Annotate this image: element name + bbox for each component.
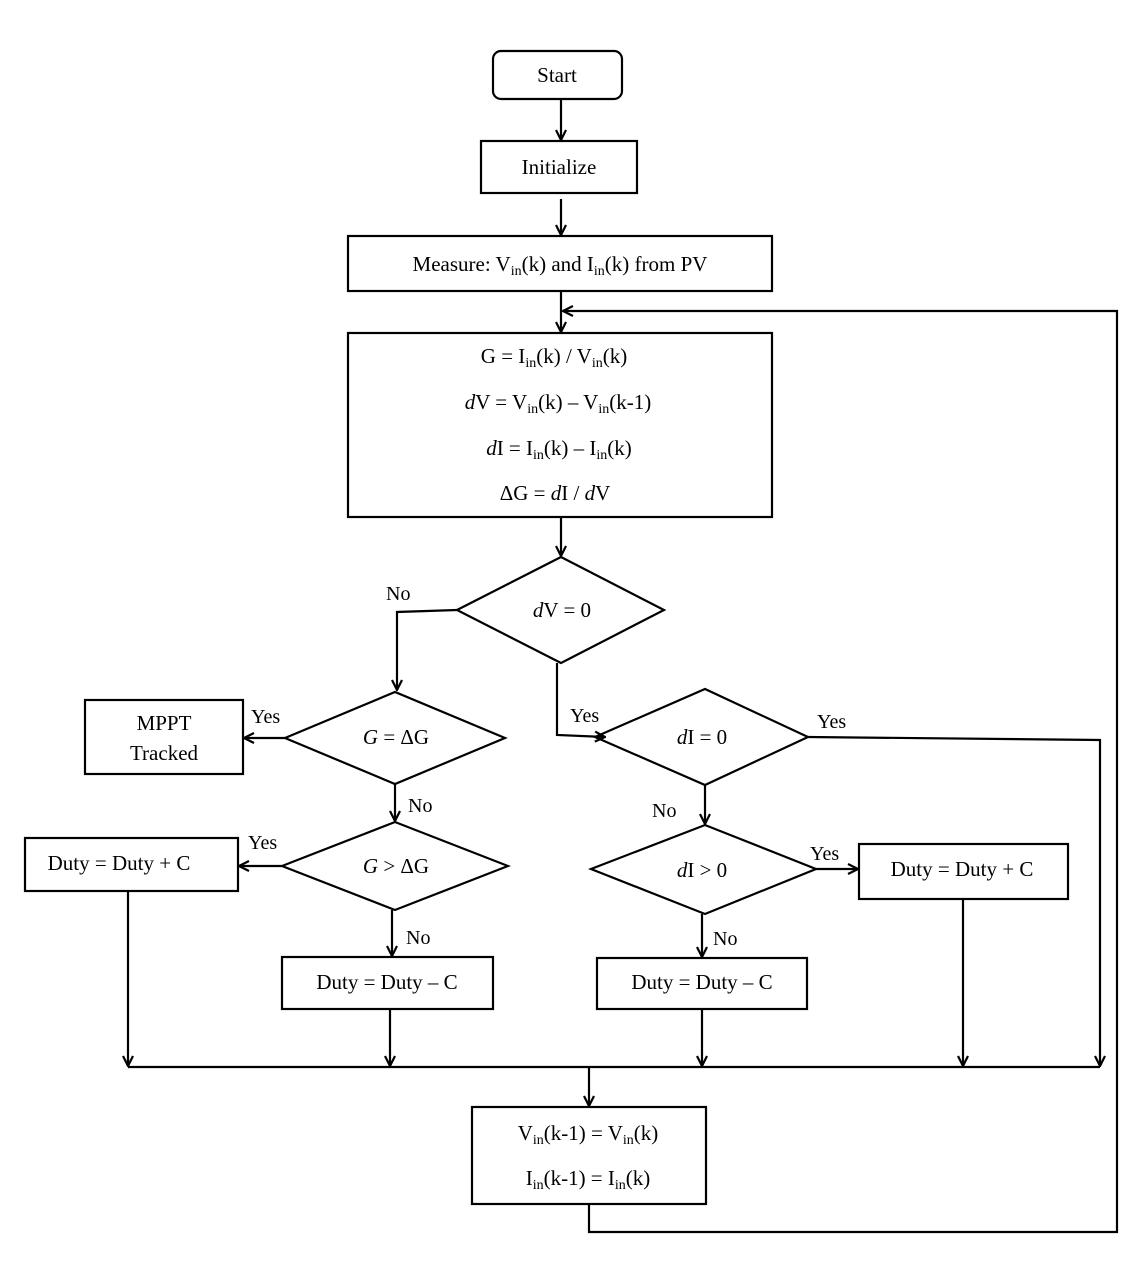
formula-dg: ΔG = dI / dV <box>500 481 611 505</box>
initialize-label: Initialize <box>522 155 597 179</box>
label-no-di-zero: No <box>652 800 676 822</box>
duty-minus-left-label: Duty = Duty – C <box>316 970 457 994</box>
measure-label: Measure: Vin(k) and Iin(k) from PV <box>413 252 708 279</box>
formula-g: G = Iin(k) / Vin(k) <box>481 344 627 371</box>
label-no-g-greater: No <box>406 927 430 949</box>
label-yes-g-greater: Yes <box>248 832 277 854</box>
decision-g-equal <box>282 690 508 786</box>
duty-plus-left-label: Duty = Duty + C <box>48 851 191 875</box>
label-no-di-greater: No <box>713 928 737 950</box>
label-yes-di-zero: Yes <box>817 711 846 733</box>
duty-minus-right-label: Duty = Duty – C <box>631 970 772 994</box>
update-i-label: Iin(k-1) = Iin(k) <box>526 1166 651 1193</box>
start-label: Start <box>537 63 577 87</box>
duty-plus-right-label: Duty = Duty + C <box>891 857 1034 881</box>
duty-plus-left-box <box>23 836 240 893</box>
arrow-dv-yes <box>555 663 605 737</box>
mppt-tracked-box <box>83 698 245 776</box>
update-v-label: Vin(k-1) = Vin(k) <box>518 1121 659 1148</box>
mppt-line2: Tracked <box>130 741 199 765</box>
label-no-dv: No <box>386 583 410 605</box>
arrow-di-zero-yes <box>807 735 1100 1066</box>
duty-minus-left-box <box>280 955 495 1011</box>
decision-di-greater-label: dI > 0 <box>677 858 727 882</box>
decision-g-greater <box>278 820 512 912</box>
mppt-line1: MPPT <box>137 711 192 735</box>
decision-di-zero-label: dI = 0 <box>677 725 727 749</box>
measure-box <box>346 234 774 293</box>
initialize-box <box>479 139 639 195</box>
label-no-g-equal: No <box>408 795 432 817</box>
decision-dv-zero <box>454 555 667 665</box>
duty-minus-right-box <box>595 956 809 1011</box>
decision-dv-zero-label: dV = 0 <box>533 598 591 622</box>
formula-di: dI = Iin(k) – Iin(k) <box>486 436 632 463</box>
label-yes-dv: Yes <box>570 705 599 727</box>
formula-dv: dV = Vin(k) – Vin(k-1) <box>465 390 651 417</box>
decision-g-equal-label: G = ΔG <box>363 725 429 749</box>
update-box <box>470 1105 708 1206</box>
arrow-dv-no <box>397 608 458 690</box>
label-yes-di-greater: Yes <box>810 843 839 865</box>
label-yes-g-equal: Yes <box>251 706 280 728</box>
compute-box <box>346 331 774 519</box>
start-terminal <box>491 49 624 101</box>
decision-g-greater-label: G > ΔG <box>363 854 429 878</box>
feedback-loop-arrow <box>563 311 1119 1234</box>
